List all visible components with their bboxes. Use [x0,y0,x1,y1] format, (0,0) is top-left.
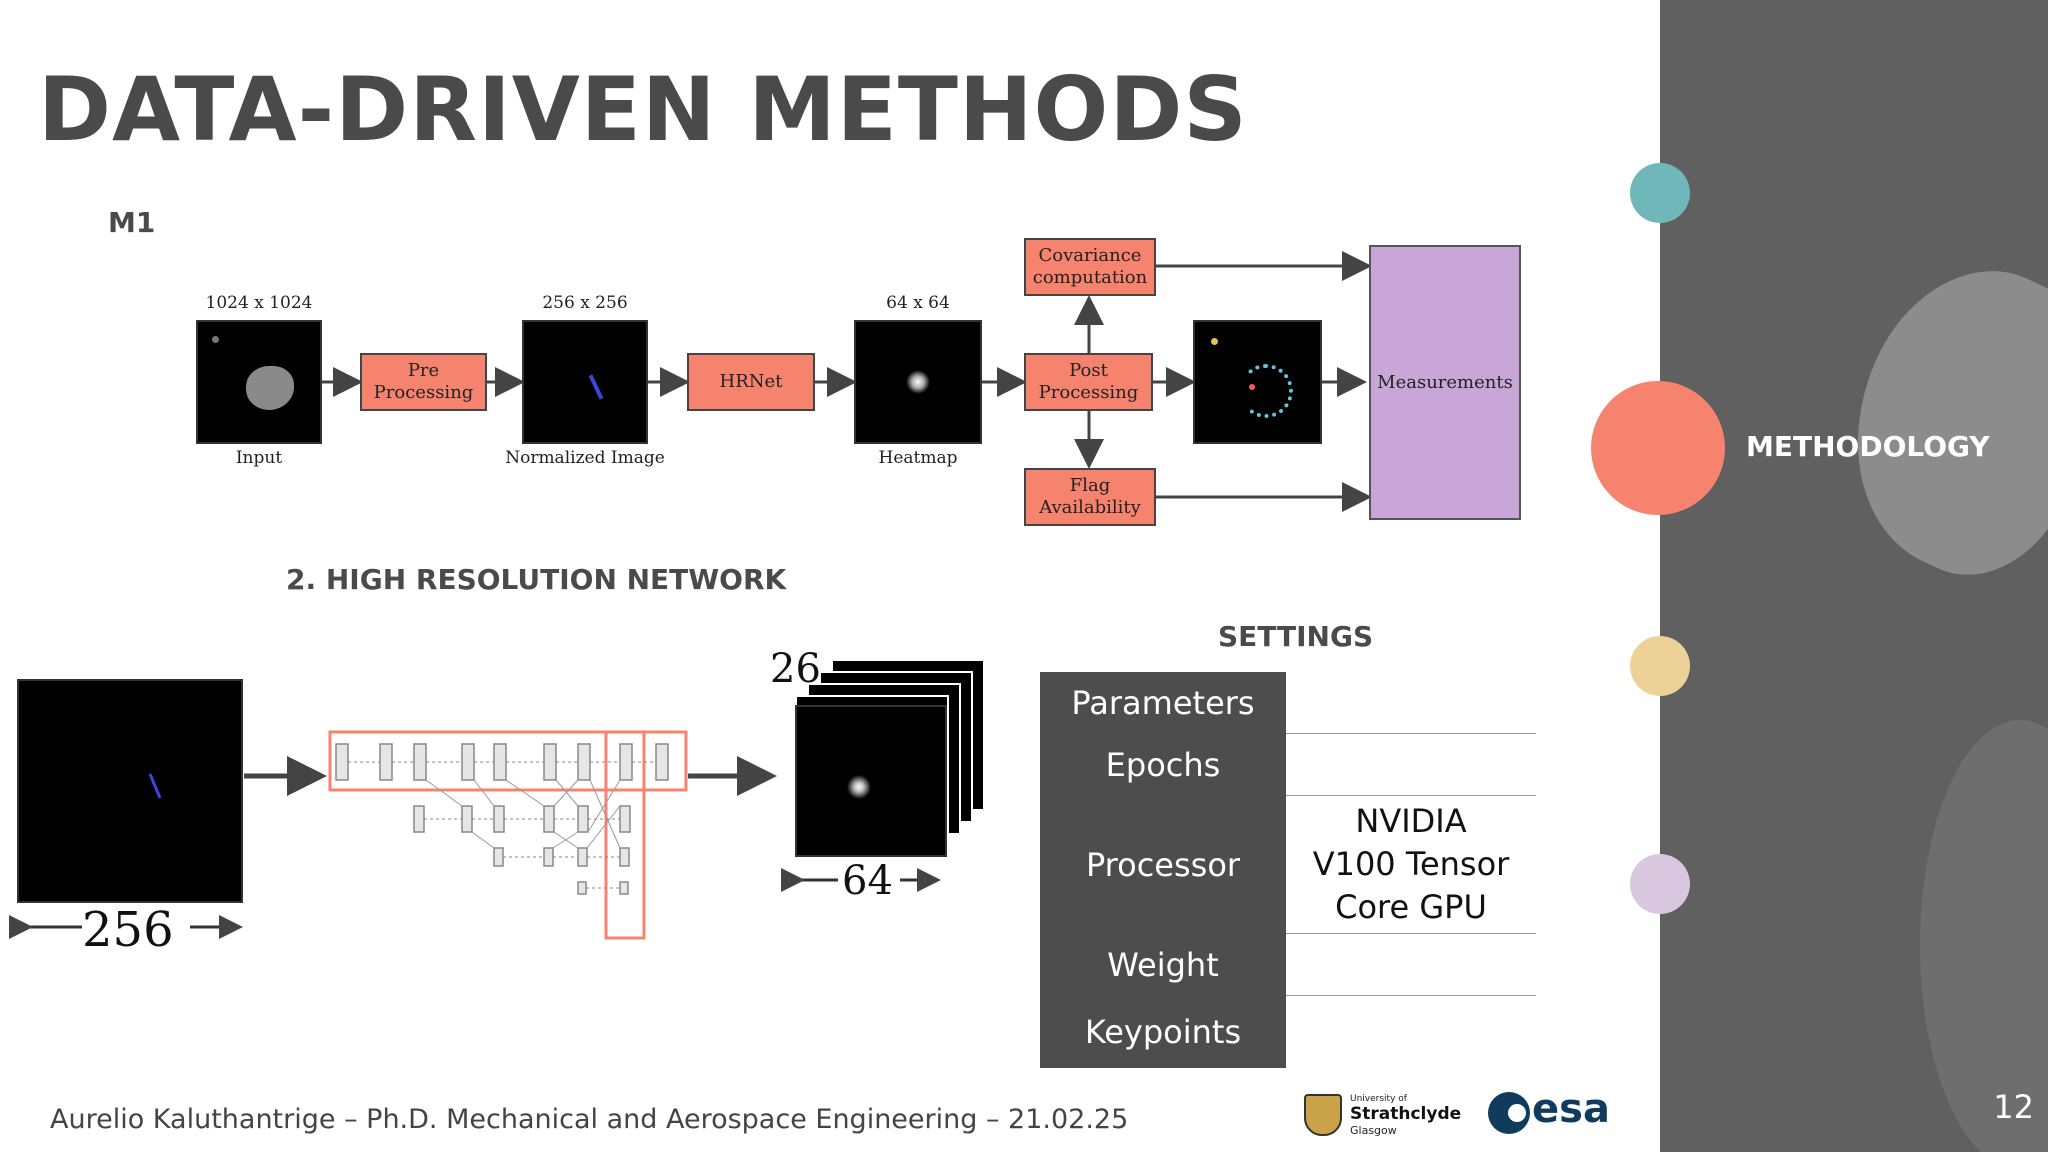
settings-key: Processor [1040,796,1286,934]
output-channels-label: 26 [770,646,821,692]
settings-value [1286,672,1536,734]
esa-circle-icon [1488,1092,1530,1134]
logo-small-text: University of [1350,1094,1407,1104]
input-image [196,320,322,444]
pipeline-diagram: 1024 x 1024 Input Pre Processing 256 x 2… [0,0,1560,560]
slide-title: DATA-DRIVEN METHODS [38,58,1248,161]
keypoint-result-image [1193,320,1322,444]
asteroid-background-image [1807,235,2048,605]
nav-dot-teal[interactable] [1630,163,1690,223]
heatmap-peak [906,370,930,394]
input-label: Input [235,448,283,468]
heatmap-image [854,320,982,444]
normalized-label: Normalized Image [505,448,665,468]
keypoint-ring [1239,364,1293,418]
nav-dot-lilac[interactable] [1630,854,1690,914]
covariance-box: Covariance computation [1024,238,1156,296]
settings-table: Parameters Epochs Processor NVIDIA V100 … [1040,672,1536,1068]
table-row: Keypoints [1040,996,1536,1068]
section-sidebar: METHODOLOGY 12 [1660,0,2048,1152]
settings-key: Parameters [1040,672,1286,734]
result-moon-dot [1211,338,1218,345]
pipeline-arrows [320,251,1372,512]
footer-credit: Aurelio Kaluthantrige – Ph.D. Mechanical… [50,1104,1129,1135]
hrnet-box: HRNet [687,353,815,411]
m1-label: M1 [108,206,156,239]
table-row: Epochs [1040,734,1536,796]
moon-dot [212,336,219,343]
normalized-image [522,320,648,444]
esa-logo: esa [1488,1086,1610,1138]
table-row: Processor NVIDIA V100 Tensor Core GPU [1040,796,1536,934]
settings-value [1286,734,1536,796]
heatmap-label: Heatmap [878,448,958,468]
settings-value [1286,934,1536,996]
page-number: 12 [1993,1088,2034,1126]
normalized-size-label: 256 x 256 [542,293,628,313]
measurements-box: Measurements [1369,245,1521,520]
settings-title: SETTINGS [1218,620,1374,653]
settings-value [1286,996,1536,1068]
heatmap-size-label: 64 x 64 [886,293,950,313]
logo-name-text: Strathclyde [1350,1104,1462,1124]
crest-icon [1304,1094,1342,1136]
hrnet-architecture: 256 26 64 [0,640,1000,960]
hrnet-section-title: 2. HIGH RESOLUTION NETWORK [286,563,787,596]
settings-value: NVIDIA V100 Tensor Core GPU [1286,796,1536,934]
logo-city-text: Glasgow [1350,1124,1397,1137]
flag-availability-box: Flag Availability [1024,468,1156,526]
input-size-label: 1024 x 1024 [205,293,313,313]
esa-logo-text: esa [1532,1086,1610,1132]
output-dimension-label: 64 [842,858,893,904]
nav-dot-yellow[interactable] [1630,636,1690,696]
table-row: Parameters [1040,672,1536,734]
nav-dot-methodology-active[interactable] [1591,381,1725,515]
asteroid-thumbnail [246,366,294,410]
keypoint-center [1249,384,1255,390]
normalized-streak [588,374,604,400]
strathclyde-logo: University of Strathclyde Glasgow [1304,1094,1461,1138]
post-processing-box: Post Processing [1024,353,1153,411]
table-row: Weight [1040,934,1536,996]
settings-key: Weight [1040,934,1286,996]
settings-key: Epochs [1040,734,1286,796]
hrnet-architecture-svg [9,659,985,940]
sidebar-item-methodology[interactable]: METHODOLOGY [1746,430,1990,463]
pre-processing-box: Pre Processing [360,353,487,411]
settings-key: Keypoints [1040,996,1286,1068]
input-dimension-label: 256 [82,902,174,958]
